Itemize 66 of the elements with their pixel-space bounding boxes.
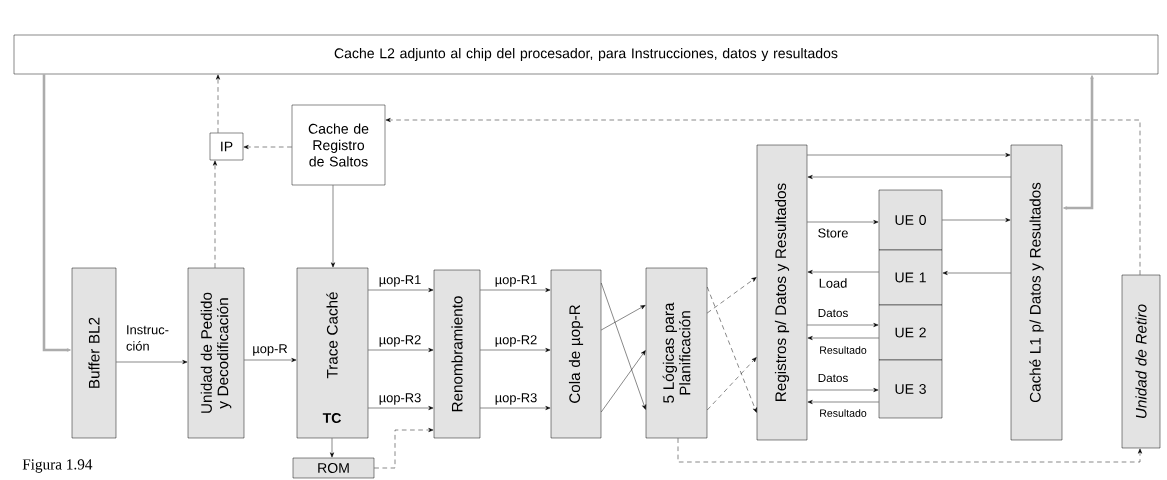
arrow bbox=[807, 152, 1011, 158]
execution-unit-box: UE 3 bbox=[878, 359, 943, 419]
arrow bbox=[480, 405, 551, 411]
edge-label: Store bbox=[816, 227, 850, 239]
arrow bbox=[368, 287, 434, 293]
figure-caption: Figura 1.94 bbox=[22, 459, 93, 473]
cache-box: Caché L1 p/ Datos y Resultados bbox=[1010, 144, 1063, 441]
edge-label: µop-R2 bbox=[493, 334, 539, 348]
arrow bbox=[42, 74, 71, 352]
arrow bbox=[942, 270, 1011, 276]
arrow bbox=[707, 286, 757, 413]
edge-label: µop-R1 bbox=[377, 274, 423, 288]
arrow bbox=[330, 185, 336, 268]
unit-box: Unidad de Retiro bbox=[1121, 274, 1161, 449]
arrow bbox=[677, 438, 1143, 463]
arrow bbox=[601, 350, 646, 413]
arrow bbox=[601, 282, 646, 410]
memory-box: ROM bbox=[292, 457, 375, 479]
edge-label: Datos bbox=[816, 307, 850, 319]
execution-unit-box: UE 2 bbox=[878, 304, 943, 361]
arrow bbox=[707, 357, 757, 411]
cache-box: Cache de Registro de Saltos bbox=[291, 104, 386, 186]
edge-label: Datos bbox=[816, 372, 850, 384]
edge-label: µop-R bbox=[251, 343, 289, 357]
arrow bbox=[212, 160, 218, 268]
arrow bbox=[480, 287, 551, 293]
arrow bbox=[368, 347, 434, 353]
register-box: Registros p/ Datos y Resultados bbox=[756, 144, 808, 441]
edge-label: Resultado bbox=[818, 407, 868, 419]
arrow bbox=[807, 269, 879, 275]
edge-label: Instruc- ción bbox=[124, 324, 176, 352]
arrow bbox=[807, 219, 879, 225]
cache-box: Cache L2 adjunto al chip del procesador, para Instrucciones, datos y resultados bbox=[13, 34, 1159, 75]
arrow bbox=[707, 277, 757, 314]
edge-label: Resultado bbox=[818, 344, 868, 356]
arrow bbox=[807, 322, 879, 328]
edge-label: µop-R2 bbox=[377, 334, 423, 348]
register-box: IP bbox=[209, 132, 244, 161]
arrow bbox=[116, 359, 188, 365]
cache-box: Trace Caché TC bbox=[296, 267, 369, 439]
logic-box: 5 Lógicas para Planificación bbox=[645, 267, 708, 439]
arrow bbox=[329, 438, 335, 458]
arrow bbox=[244, 357, 297, 363]
arrow bbox=[807, 399, 879, 405]
unit-box: Renombramiento bbox=[433, 269, 481, 439]
edge-label: Load bbox=[817, 277, 849, 289]
arrow bbox=[385, 117, 1141, 275]
edge-label: µop-R3 bbox=[493, 392, 539, 406]
arrow bbox=[601, 305, 646, 331]
arrow bbox=[942, 217, 1011, 223]
arrow bbox=[480, 347, 551, 353]
buffer-box: Buffer BL2 bbox=[71, 267, 117, 439]
unit-box: Unidad de Pedido y Decodificación bbox=[187, 267, 245, 439]
queue-box: Cola de µop-R bbox=[550, 269, 602, 439]
edge-label: µop-R1 bbox=[493, 274, 539, 288]
arrow bbox=[1063, 75, 1094, 210]
arrow bbox=[243, 144, 292, 150]
arrow bbox=[368, 405, 434, 411]
arrow bbox=[215, 74, 221, 133]
arrow bbox=[807, 387, 879, 393]
edge-label: µop-R3 bbox=[377, 392, 423, 406]
arrow bbox=[807, 174, 1011, 180]
arrow bbox=[374, 427, 434, 469]
arrow bbox=[807, 335, 879, 341]
execution-unit-box: UE 1 bbox=[878, 249, 943, 306]
execution-unit-box: UE 0 bbox=[878, 189, 943, 251]
